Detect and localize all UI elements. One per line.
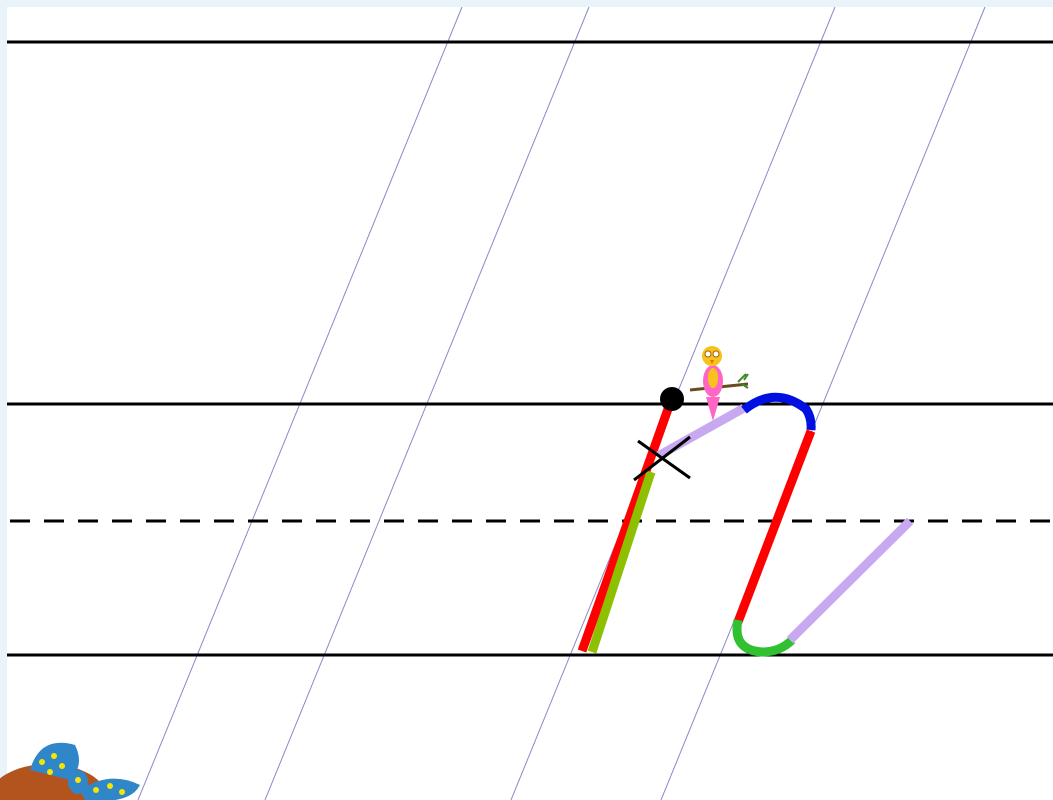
girl-with-bow-icon [0, 742, 140, 800]
letter-n-strokes [577, 392, 914, 657]
cross-mark [633, 435, 691, 482]
ruling-lines [7, 40, 1053, 657]
bottom-turn [732, 619, 796, 657]
bird-on-branch-icon [689, 346, 749, 421]
first-downstroke-overlay [587, 470, 656, 654]
start-dot [660, 387, 684, 411]
connecting-stroke [655, 404, 747, 460]
top-arc [741, 392, 816, 431]
second-downstroke [733, 429, 816, 624]
first-downstroke [577, 407, 673, 653]
exit-stroke [786, 517, 914, 644]
